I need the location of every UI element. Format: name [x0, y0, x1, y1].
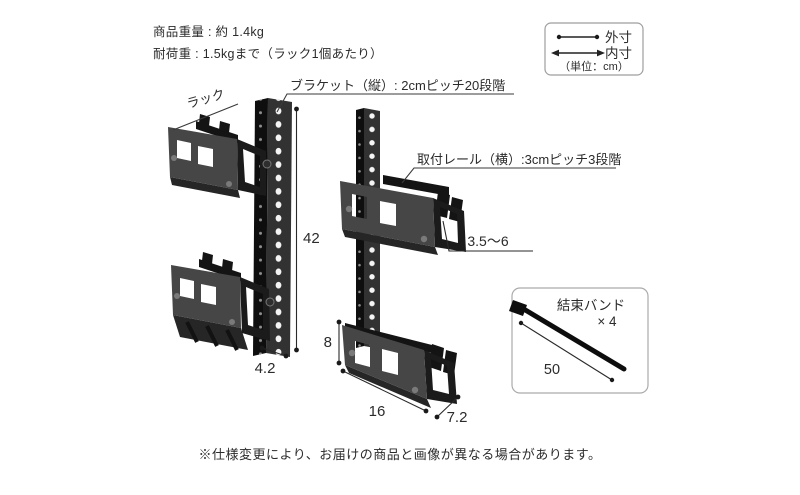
- dim-value-4-2: 4.2: [255, 360, 276, 377]
- dim-bracket-depth: 4.2: [255, 345, 289, 377]
- arrow-right-icon: [597, 49, 605, 57]
- dim-value-hook-range: 3.5～6: [467, 233, 508, 249]
- legend-border: [544, 22, 644, 76]
- arrow-left-icon: [551, 49, 559, 57]
- dim-rack-depth: 7.2: [434, 394, 468, 426]
- bracket-label-group: ブラケット（縦）: 2cmピッチ20段階: [276, 78, 514, 113]
- dim-hook-range: 3.5～6: [442, 220, 533, 252]
- load-capacity-text: 耐荷重 : 1.5kgまで（ラック1個あたり）: [153, 47, 383, 61]
- rail-label: 取付レール（横）:3cmピッチ3段階: [417, 152, 621, 167]
- cable-tie-illustration: [509, 300, 627, 372]
- hinge-screw: [262, 159, 272, 169]
- legend-box: 外寸 内寸 （単位：cm）: [544, 22, 644, 76]
- legend-unit-label: （単位：cm）: [559, 59, 629, 73]
- dim-value-42: 42: [303, 230, 320, 247]
- hinge-screw: [265, 297, 275, 307]
- dim-value-7-2: 7.2: [447, 409, 468, 426]
- cable-tie-label: 結束バンド: [557, 298, 625, 313]
- dim-value-16: 16: [369, 403, 386, 420]
- dim-value-50: 50: [544, 362, 560, 378]
- left-assembly: 42 4.2 ラック ブラケット（縦）: 2cmピッチ20段階: [168, 78, 514, 377]
- cable-tie-qty: × 4: [597, 314, 617, 329]
- dim-value-8: 8: [324, 334, 332, 351]
- rack-upper-middle: [340, 175, 466, 255]
- dim-rack-height: 8: [324, 319, 342, 366]
- legend-inner-row: 内寸: [551, 46, 632, 61]
- legend-inner-label: 内寸: [605, 46, 632, 61]
- vertical-bracket-left: [253, 98, 292, 357]
- dim-rack-width: 16: [340, 368, 429, 420]
- rack-label: ラック: [185, 86, 227, 111]
- rack-lower-middle: [342, 323, 457, 408]
- dim-bracket-height: 42: [294, 106, 320, 353]
- product-weight-text: 商品重量 : 約 1.4kg: [153, 25, 265, 39]
- disclaimer-note: ※仕様変更により、お届けの商品と画像が異なる場合があります。: [198, 447, 602, 462]
- cable-tie-box: 結束バンド × 4 50: [509, 287, 649, 394]
- middle-assembly: 取付レール（横）:3cmピッチ3段階 3.5～6 8 16: [324, 108, 621, 426]
- rack-top-left: [168, 114, 272, 198]
- rail-label-group: 取付レール（横）:3cmピッチ3段階: [401, 152, 621, 184]
- legend-outer-label: 外寸: [605, 30, 632, 45]
- rack-bottom-left: [171, 252, 275, 351]
- legend-outer-row: 外寸: [556, 30, 632, 45]
- bracket-label: ブラケット（縦）: 2cmピッチ20段階: [290, 78, 505, 93]
- dim-tie-length: 50: [518, 320, 615, 383]
